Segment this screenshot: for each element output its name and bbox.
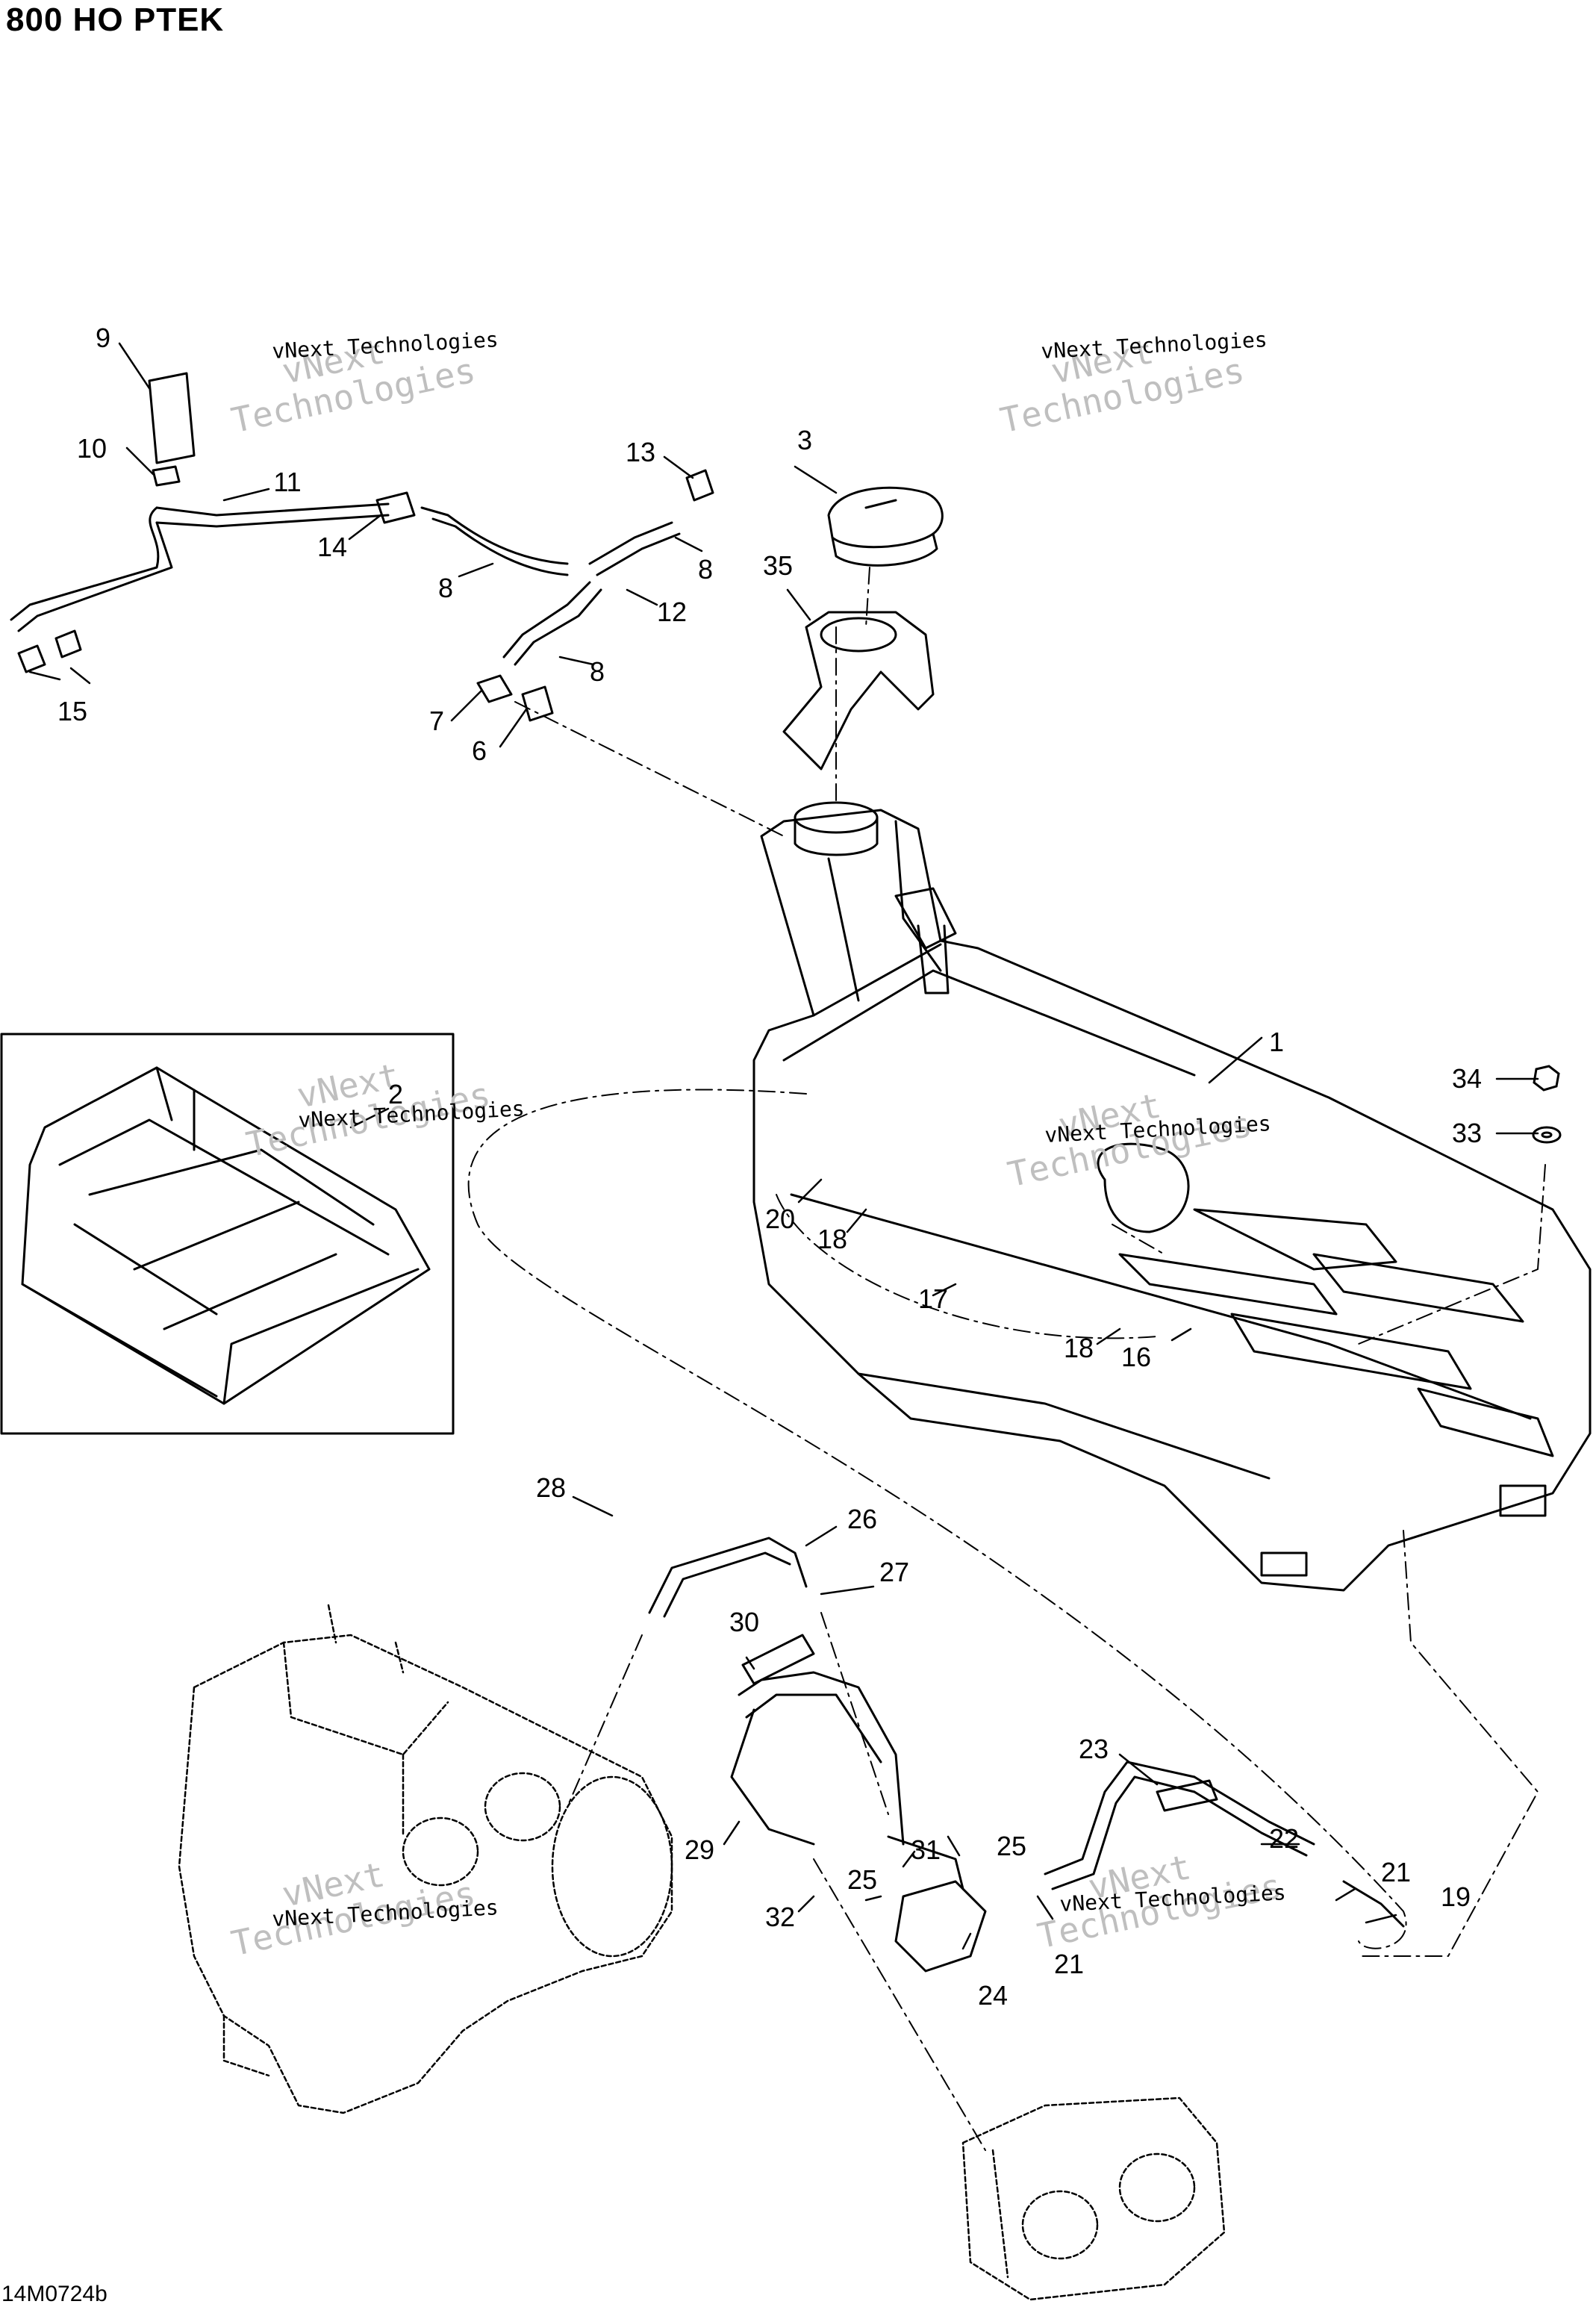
callout-21: 21 (1381, 1857, 1411, 1887)
callout-26: 26 (847, 1504, 877, 1534)
callout-15: 15 (57, 696, 87, 726)
callout-7: 7 (429, 706, 444, 736)
callout-16: 16 (1121, 1342, 1151, 1372)
engine-phantom (178, 1604, 673, 2114)
callout-27: 27 (879, 1557, 909, 1587)
callout-14: 14 (317, 532, 347, 562)
callout-13: 13 (626, 437, 655, 467)
fuel-tank (752, 801, 1592, 1592)
callout-23: 23 (1079, 1734, 1109, 1764)
callout-8: 8 (698, 554, 713, 585)
fuel-cap (827, 486, 944, 567)
callout-8: 8 (590, 656, 605, 687)
callout-17: 17 (918, 1283, 948, 1314)
callout-12: 12 (657, 597, 687, 627)
callout-22: 22 (1269, 1823, 1299, 1854)
callout-9: 9 (96, 323, 110, 353)
figure-code: 14M0724b (1, 2282, 107, 2306)
callout-29: 29 (685, 1834, 714, 1865)
callout-3: 3 (797, 425, 812, 455)
callout-24: 24 (978, 1980, 1008, 2011)
part-6-grommet (521, 685, 554, 722)
part-14-valve (375, 491, 416, 524)
callout-33: 33 (1452, 1118, 1482, 1148)
nut-and-washer (1532, 1065, 1562, 1144)
tank-support (21, 1066, 431, 1405)
assembly-guides (467, 567, 1546, 2151)
inline-filters (741, 1634, 1218, 1812)
part-7-elbow (476, 674, 513, 703)
callout-32: 32 (765, 1902, 795, 1932)
fuel-pump-24 (894, 1880, 987, 1973)
callout-18: 18 (817, 1224, 847, 1254)
callout-34: 34 (1452, 1063, 1482, 1094)
callout-19: 19 (1441, 1881, 1471, 1912)
callout-8: 8 (438, 573, 453, 603)
callout-35: 35 (763, 550, 793, 581)
part-13-connector (685, 469, 714, 502)
carburetors-phantom (961, 2096, 1226, 2301)
callout-labels: 1 2 3 6 7 8 8 8 9 10 11 12 13 14 15 16 1… (57, 323, 1482, 2011)
callout-25: 25 (847, 1864, 877, 1895)
callout-18: 18 (1064, 1333, 1094, 1363)
callout-leaders (28, 342, 1539, 1950)
callout-10: 10 (77, 433, 107, 464)
callout-20: 20 (765, 1204, 795, 1234)
part-9-vent-cover (148, 372, 196, 464)
part-15-cap-b (54, 629, 82, 659)
part-15-cap-a (17, 644, 46, 673)
vent-hose-assembly (10, 502, 681, 666)
callout-28: 28 (536, 1472, 566, 1503)
callout-2: 2 (388, 1079, 403, 1109)
cap-bracket (782, 611, 935, 771)
tank-support-inset (0, 1033, 455, 1435)
callout-6: 6 (472, 735, 487, 766)
callout-31: 31 (911, 1834, 941, 1865)
fuel-lines-lower (648, 1537, 1405, 1928)
page-title: 800 HO PTEK (6, 1, 225, 38)
callout-1: 1 (1269, 1027, 1284, 1057)
callout-30: 30 (729, 1607, 759, 1637)
callout-21: 21 (1054, 1949, 1084, 1979)
callout-25: 25 (997, 1831, 1026, 1861)
callout-11: 11 (273, 467, 301, 497)
part-10-clip (152, 465, 181, 487)
